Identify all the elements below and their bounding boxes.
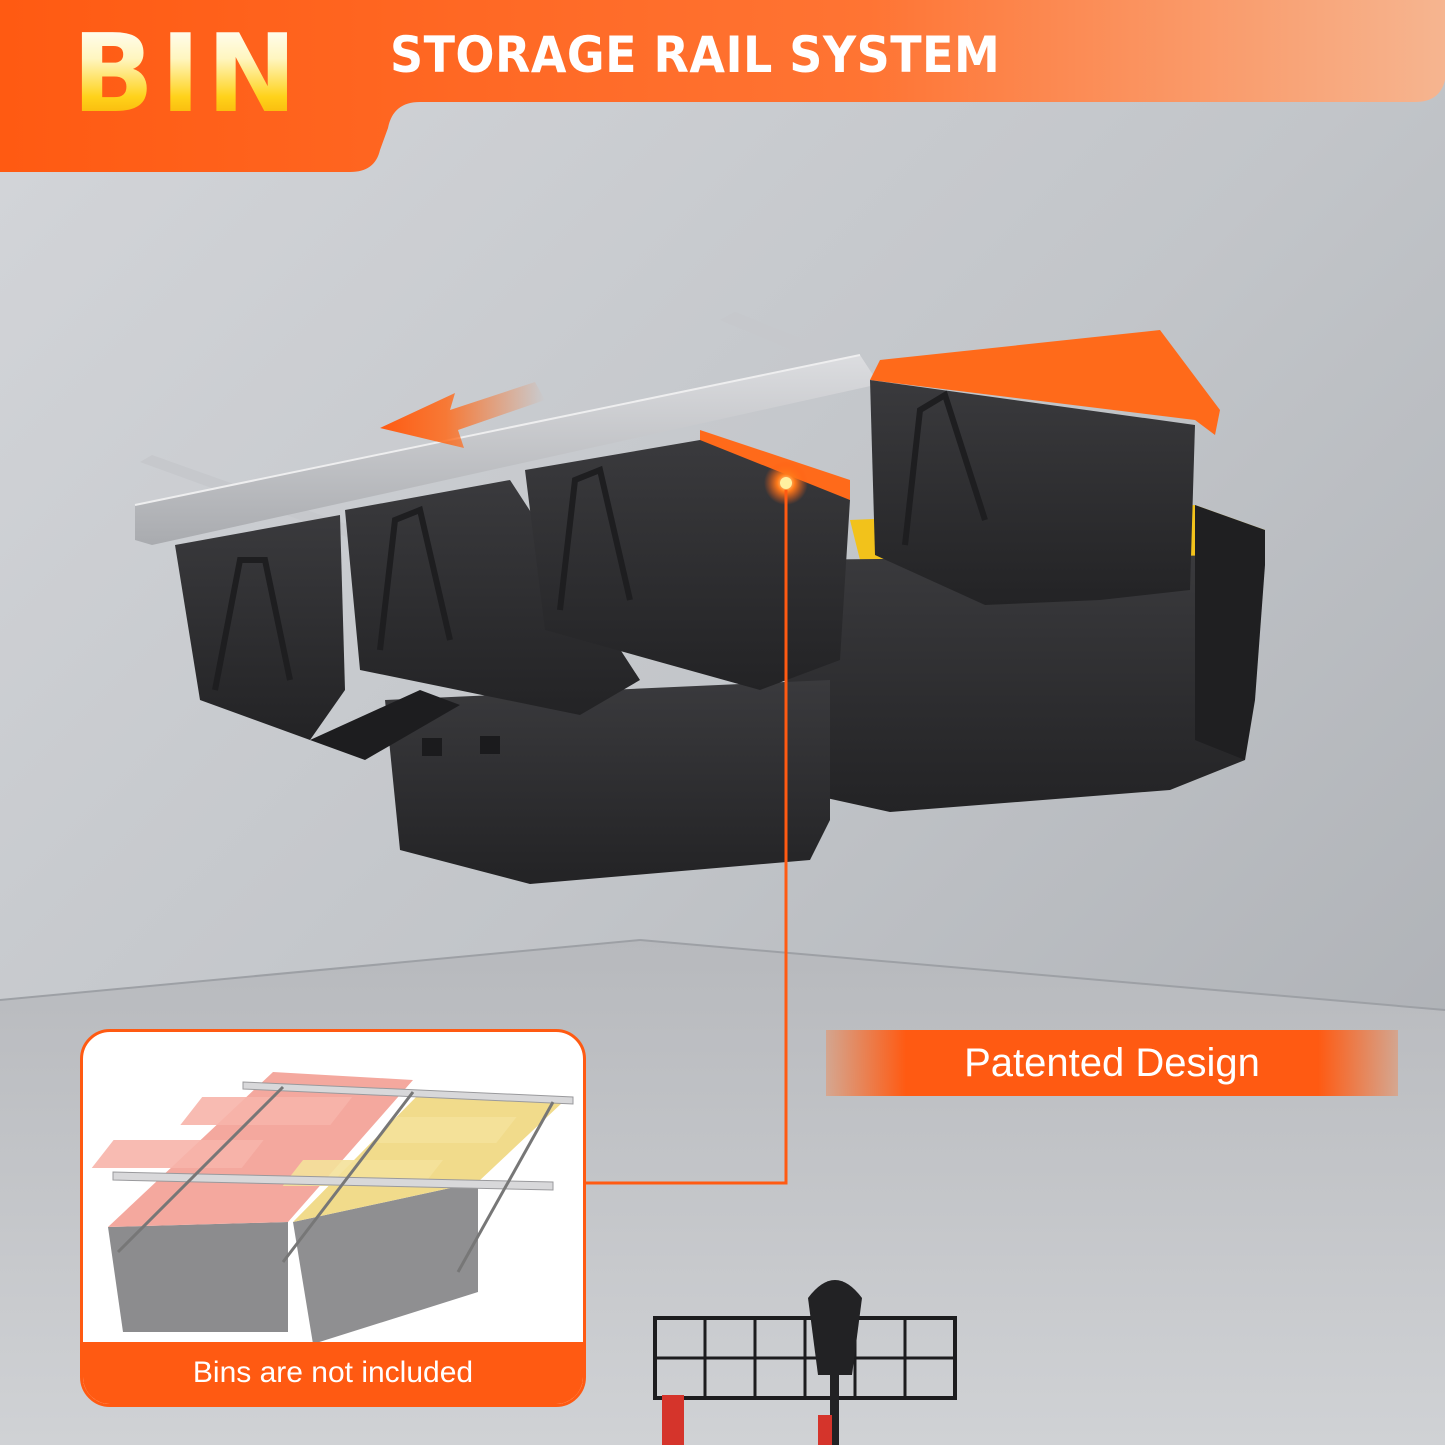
inset-diagram: Bins are not included	[80, 1029, 586, 1407]
header-banner: BIN STORAGE RAIL SYSTEM	[0, 0, 1445, 180]
black-bin-right	[870, 330, 1220, 605]
callout-dot-icon	[764, 461, 808, 505]
inset-caption: Bins are not included	[83, 1342, 583, 1404]
callout-leader-line	[586, 490, 788, 1185]
black-bin-second	[345, 480, 640, 715]
header-subtitle: STORAGE RAIL SYSTEM	[390, 26, 1001, 84]
black-bin-left	[175, 515, 460, 760]
patented-design-label: Patented Design	[964, 1041, 1260, 1085]
large-back-bin	[385, 680, 830, 884]
main-rail	[134, 354, 875, 545]
brand-title: BIN	[72, 12, 303, 137]
slide-arrow-icon	[380, 382, 545, 448]
inset-illustration	[91, 1072, 574, 1344]
patented-design-callout: Patented Design	[826, 1030, 1398, 1096]
header-banner-shape	[0, 0, 1445, 172]
wall-tool-rack	[653, 1280, 957, 1445]
